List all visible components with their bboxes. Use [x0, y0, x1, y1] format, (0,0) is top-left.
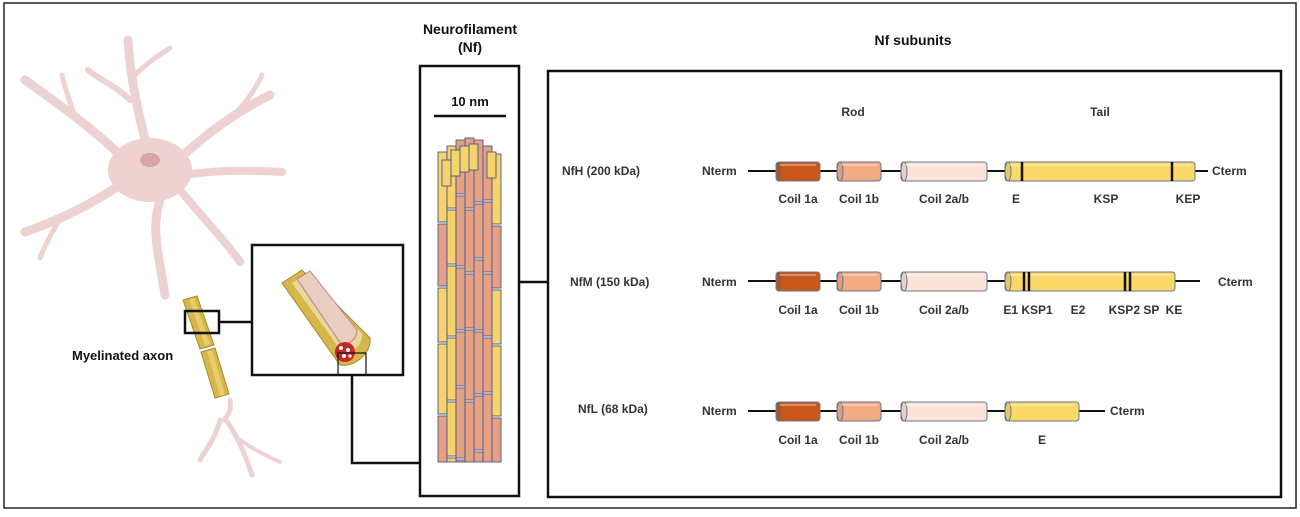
filament-rod [455, 195, 466, 267]
coil-2ab-label: Coil 2a/b [919, 192, 969, 206]
filament-rod [446, 265, 457, 337]
filament-rod [450, 149, 461, 177]
coil-2ab-segment [900, 401, 988, 422]
filament-rod [446, 209, 457, 265]
coil-1b-segment [836, 161, 882, 182]
filament-rod [464, 273, 475, 329]
filament-rod [491, 289, 502, 345]
coil-1a-label: Coil 1a [778, 192, 818, 206]
cterm-label: Cterm [1110, 404, 1145, 418]
tail-motif-label: KSP2 SP [1109, 303, 1160, 317]
tail-motif-label: KSP [1094, 192, 1119, 206]
filament-rod [491, 153, 502, 225]
myelin-cross-section [281, 269, 371, 376]
filament-rod [437, 287, 448, 343]
tail-segment [1004, 401, 1080, 422]
coil-1a-segment [775, 401, 821, 422]
filament-rod [455, 459, 466, 463]
subunit-name: NfH (200 kDa) [562, 164, 640, 178]
filament-rod [464, 209, 475, 273]
scale-bar-label: 10 nm [451, 94, 489, 109]
filament-rod [473, 331, 484, 395]
subunit-row-nfh: NfH (200 kDa) Nterm Cterm Coil 1a Coil 1… [562, 161, 1247, 206]
cterm-label: Cterm [1218, 275, 1253, 289]
filament-rod [441, 159, 452, 187]
filament-rod [446, 457, 457, 463]
nterm-label: Nterm [702, 404, 737, 418]
coil-1b-label: Coil 1b [839, 433, 879, 447]
nterm-label: Nterm [702, 275, 737, 289]
coil-1a-label: Coil 1a [778, 433, 818, 447]
filament-rod [455, 267, 466, 331]
filament-rod [482, 201, 493, 273]
filament-rod [491, 225, 502, 289]
tail-segment [1004, 271, 1176, 292]
coil-1b-segment [836, 271, 882, 292]
filament-rod [468, 143, 479, 171]
filament-rod [437, 343, 448, 415]
coil-2ab-segment [900, 271, 988, 292]
neuron-nucleus [140, 153, 160, 167]
subunit-name: NfL (68 kDa) [578, 402, 648, 416]
subunit-row-nfm: NfM (150 kDa) Nterm Cterm Coil 1a Coil 1… [570, 271, 1253, 317]
nterm-label: Nterm [702, 164, 737, 178]
filament-rod [455, 331, 466, 387]
neurofilament-title-line2: (Nf) [458, 39, 482, 55]
filament-rod [473, 451, 484, 463]
filament-rod [491, 345, 502, 417]
filament-rod [446, 337, 457, 401]
filament-rod [482, 273, 493, 337]
filament-rod [459, 145, 470, 173]
filament-rod [482, 393, 493, 463]
coil-2ab-label: Coil 2a/b [919, 303, 969, 317]
subunit-name: NfM (150 kDa) [570, 275, 649, 289]
subunit-row-nfl: NfL (68 kDa) Nterm Cterm Coil 1a Coil 1b… [578, 401, 1145, 447]
coil-1b-label: Coil 1b [839, 192, 879, 206]
filament-rod [455, 387, 466, 459]
neurofilament-title-line1: Neurofilament [423, 21, 517, 37]
tail-motif-label: E1 KSP1 [1003, 303, 1053, 317]
tail-motif-label: E2 [1071, 303, 1086, 317]
rod-domain-label: Rod [841, 105, 864, 119]
tail-motif-label: E [1038, 433, 1046, 447]
coil-1a-segment [775, 161, 821, 182]
filament-rod [473, 203, 484, 259]
coil-1b-label: Coil 1b [839, 303, 879, 317]
tail-motif-label: KEP [1176, 192, 1201, 206]
filament-bundle [437, 137, 502, 463]
connector-zoom-to-filament [350, 375, 420, 465]
filament-rod [491, 417, 502, 463]
coil-1a-label: Coil 1a [778, 303, 818, 317]
neuron-illustration [20, 35, 286, 478]
tail-motif-label: E [1012, 192, 1020, 206]
filament-rod [437, 415, 448, 463]
filament-rod [486, 151, 497, 179]
filament-rod [473, 395, 484, 451]
filament-rod [446, 401, 457, 457]
tail-domain-label: Tail [1090, 105, 1110, 119]
tail-motif-label: KE [1166, 303, 1183, 317]
filament-rod [464, 401, 475, 463]
subunits-title: Nf subunits [875, 32, 952, 48]
neuron-soma [108, 138, 192, 202]
filament-rod [464, 329, 475, 401]
coil-1a-segment [775, 271, 821, 292]
cterm-label: Cterm [1212, 164, 1247, 178]
myelinated-axon-label: Myelinated axon [72, 348, 173, 363]
filament-rod [437, 223, 448, 287]
coil-2ab-segment [900, 161, 988, 182]
coil-2ab-label: Coil 2a/b [919, 433, 969, 447]
filament-rod [482, 337, 493, 393]
coil-1b-segment [836, 401, 882, 422]
tail-segment [1004, 161, 1196, 182]
filament-rod [473, 259, 484, 331]
